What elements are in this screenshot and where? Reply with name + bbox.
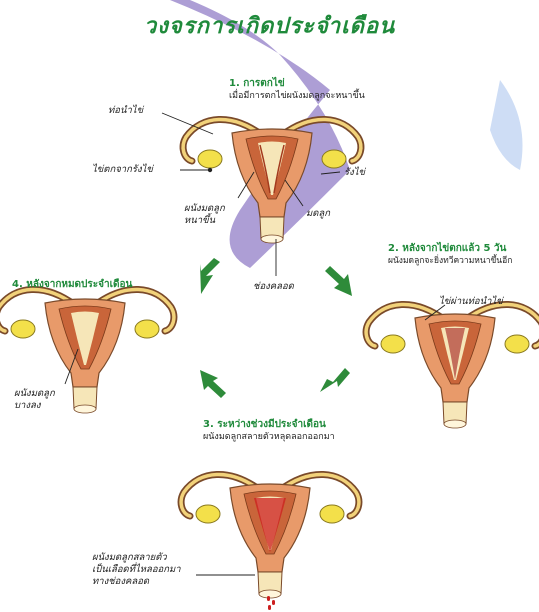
label-thin-wall: ผนังมดลูก บางลง bbox=[14, 388, 55, 412]
stage-1-description: เมื่อมีการตกไข่ผนังมดลูกจะหนาขึ้น bbox=[229, 91, 365, 102]
stage-1-heading: 1. การตกไข่ bbox=[229, 78, 365, 91]
label-shed-wall: ผนังมดลูกสลายตัว เป็นเลือดที่ไหลออกมา ทา… bbox=[92, 552, 181, 588]
stage-3-caption: 3. ระหว่างช่วงมีประจำเดือน ผนังมดลูกสลาย… bbox=[203, 419, 335, 443]
arrow-stage2-to-3 bbox=[320, 368, 350, 392]
label-thick-wall: ผนังมดลูก หนาขึ้น bbox=[184, 203, 225, 227]
uterus-diagram-stage-2 bbox=[366, 304, 539, 428]
label-thin-wall-line-2: บางลง bbox=[14, 400, 55, 412]
arrow-stage3-to-4 bbox=[200, 370, 226, 398]
label-shed-wall-line-3: ทางช่องคลอด bbox=[92, 576, 181, 588]
label-thick-wall-line-2: หนาขึ้น bbox=[184, 215, 225, 227]
cycle-arrows bbox=[200, 258, 352, 398]
stage-2-caption: 2. หลังจากไข่ตกแล้ว 5 วัน ผนังมดลูกจะยิ่… bbox=[388, 243, 512, 266]
label-thick-wall-line-1: ผนังมดลูก bbox=[184, 203, 225, 215]
diagram-title: วงจรการเกิดประจำเดือน bbox=[0, 8, 539, 43]
stage-2-heading: 2. หลังจากไข่ตกแล้ว 5 วัน bbox=[388, 243, 512, 256]
arrow-stage1-to-2 bbox=[325, 266, 352, 296]
released-egg-dot bbox=[208, 168, 212, 172]
stage-2-description: ผนังมดลูกจะยิ่งทวีความหนาขึ้นอีก bbox=[388, 256, 512, 267]
stage-3-heading: 3. ระหว่างช่วงมีประจำเดือน bbox=[203, 419, 335, 432]
label-ovary: รังไข่ bbox=[344, 167, 365, 179]
label-egg-in-tube: ไข่ผ่านท่อนำไข่ bbox=[439, 296, 503, 308]
label-vagina: ช่องคลอด bbox=[253, 281, 294, 293]
label-fallopian-tube: ท่อนำไข่ bbox=[108, 105, 143, 117]
uterus-diagram-stage-3 bbox=[181, 474, 359, 598]
stage-4-heading: 4. หลังจากหมดประจำเดือน bbox=[12, 279, 132, 292]
label-uterus: มดลูก bbox=[306, 208, 330, 220]
stage-1-caption: 1. การตกไข่ เมื่อมีการตกไข่ผนังมดลูกจะหน… bbox=[229, 78, 365, 102]
arrow-stage4-to-1 bbox=[200, 258, 220, 294]
label-released-egg: ไข่ตกจากรังไข่ bbox=[92, 164, 153, 176]
label-thin-wall-line-1: ผนังมดลูก bbox=[14, 388, 55, 400]
stage-4-caption: 4. หลังจากหมดประจำเดือน bbox=[12, 279, 132, 292]
stage-3-description: ผนังมดลูกสลายตัวหลุดลอกออกมา bbox=[203, 432, 335, 443]
label-shed-wall-line-1: ผนังมดลูกสลายตัว bbox=[92, 552, 181, 564]
label-shed-wall-line-2: เป็นเลือดที่ไหลออกมา bbox=[92, 564, 181, 576]
